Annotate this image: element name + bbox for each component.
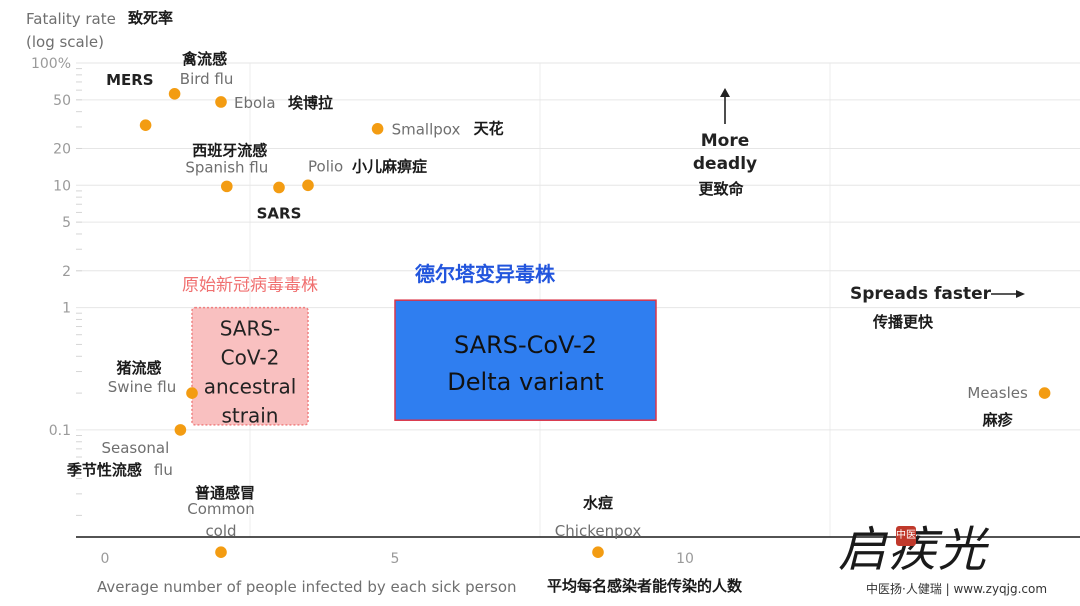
label-chickenpox: 水痘	[583, 494, 613, 512]
label-seasonal-flu: 季节性流感	[67, 461, 142, 479]
annotation-more-deadly-zh: 更致命	[698, 180, 744, 198]
label-sars: SARS	[257, 204, 302, 222]
region-ancestral-title: 原始新冠病毒毒株	[182, 276, 318, 296]
region-delta-label: Delta variant	[447, 368, 603, 396]
watermark-seal: 中医	[896, 526, 916, 546]
label-bird-flu: Bird flu	[180, 70, 234, 88]
x-tick-label: 10	[676, 551, 694, 567]
label-smallpox: 天花	[474, 120, 504, 138]
point-polio	[302, 179, 314, 192]
y-axis-title-zh: 致死率	[128, 9, 173, 27]
label-common-cold: 普通感冒	[195, 484, 255, 502]
annotation-spreads-faster-zh: 传播更快	[872, 313, 934, 331]
point-mers	[139, 119, 152, 132]
label-mers: MERS	[106, 71, 154, 89]
x-tick-label: 0	[101, 551, 110, 567]
point-seasonal-flu	[174, 424, 187, 436]
y-tick-label: 20	[53, 141, 71, 157]
annotation-more-deadly: deadly	[693, 154, 757, 174]
label-bird-flu: 禽流感	[181, 50, 227, 68]
point-swine-flu	[186, 387, 198, 399]
region-ancestral-label: strain	[222, 404, 279, 428]
x-axis-title: Average number of people infected by eac…	[97, 578, 517, 596]
label-common-cold: Common	[187, 500, 255, 518]
y-tick-label: 100%	[31, 56, 71, 72]
point-sars	[273, 181, 285, 194]
region-ancestral-label: CoV-2	[221, 346, 280, 370]
more-deadly-arrow-head	[720, 88, 730, 97]
region-delta-title: 德尔塔变异毒株	[415, 262, 556, 286]
region-delta-label: SARS-CoV-2	[454, 331, 597, 359]
region-delta-box	[394, 299, 657, 421]
label-measles: Measles	[967, 384, 1028, 402]
label-polio: Polio	[308, 157, 343, 175]
label-swine-flu: 猪流感	[115, 359, 161, 377]
label-measles: 麻疹	[982, 411, 1014, 429]
point-measles	[1038, 387, 1051, 399]
point-smallpox	[371, 122, 384, 135]
x-tick-label: 5	[391, 551, 400, 567]
y-tick-label: 10	[53, 178, 71, 194]
point-spanish-flu	[221, 180, 233, 193]
watermark-url: 中医扬·人健瑞 | www.zyqjg.com	[866, 582, 1048, 596]
y-tick-label: 1	[62, 301, 71, 317]
label-seasonal-flu: Seasonal	[101, 439, 169, 457]
y-tick-label: 2	[62, 264, 71, 280]
region-ancestral-box	[191, 306, 309, 426]
y-axis-subtitle: (log scale)	[26, 33, 104, 51]
point-chickenpox	[592, 546, 604, 558]
label-spanish-flu: 西班牙流感	[192, 141, 267, 159]
label-seasonal-flu: flu	[154, 461, 173, 479]
y-tick-label: 5	[62, 215, 71, 231]
region-ancestral-label: SARS-	[220, 317, 281, 341]
label-spanish-flu: Spanish flu	[185, 158, 268, 176]
y-tick-label: 0.1	[49, 423, 71, 439]
annotation-more-deadly: More	[701, 131, 750, 151]
y-axis-title: Fatality rate	[26, 10, 116, 28]
x-axis-title-zh: 平均每名感染者能传染的人数	[547, 577, 743, 595]
point-ebola	[215, 96, 227, 108]
y-tick-label: 50	[53, 93, 71, 109]
region-ancestral-label: ancestral	[204, 375, 297, 399]
annotation-spreads-faster: Spreads faster	[850, 284, 992, 304]
point-bird-flu	[168, 87, 181, 100]
label-swine-flu: Swine flu	[108, 378, 176, 396]
point-common-cold	[215, 546, 227, 558]
label-ebola: Ebola	[234, 94, 276, 112]
spreads-faster-arrow-head	[1016, 290, 1025, 298]
label-chickenpox: Chickenpox	[555, 522, 642, 540]
label-polio: 小儿麻痹症	[352, 157, 427, 175]
label-smallpox: Smallpox	[392, 121, 461, 139]
label-common-cold: cold	[205, 522, 236, 540]
label-ebola: 埃博拉	[288, 94, 333, 112]
watermark: 启疾光 中医 中医扬·人健瑞 | www.zyqjg.com	[838, 510, 1080, 606]
